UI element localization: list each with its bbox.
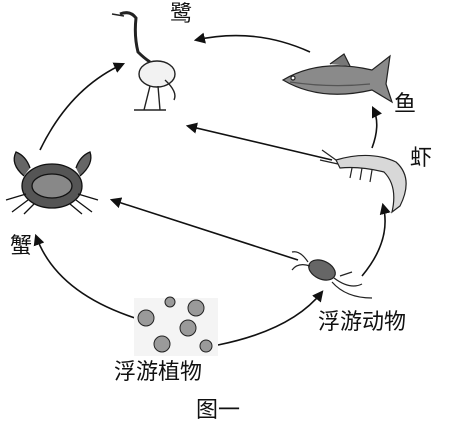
- label-phytoplankton: 浮游植物: [114, 360, 203, 385]
- arrow-fish-to-egret: [193, 32, 311, 53]
- arrow-shrimp-to-fish: [371, 105, 383, 149]
- zooplankton-icon: [291, 251, 373, 299]
- label-zooplankton: 浮游动物: [318, 310, 407, 335]
- arrow-phyto-to-crab: [33, 233, 136, 319]
- arrow-zoo-to-crab: [109, 197, 299, 261]
- label-fish: 鱼: [394, 92, 417, 117]
- figure-caption: 图一: [196, 398, 241, 423]
- arrow-zoo-to-shrimp: [361, 202, 391, 277]
- shrimp-icon: [319, 149, 407, 214]
- egret-icon: [111, 11, 176, 111]
- arrow-crab-to-egret: [39, 62, 126, 151]
- arrow-phyto-to-zoo: [217, 290, 324, 346]
- label-egret: 鹭: [170, 2, 193, 27]
- phytoplankton-icon: [134, 296, 218, 356]
- fish-icon: [281, 53, 394, 104]
- label-shrimp: 虾: [410, 146, 433, 171]
- label-crab: 蟹: [10, 234, 33, 259]
- arrow-shrimp-to-egret: [185, 122, 333, 161]
- crab-icon: [5, 151, 99, 215]
